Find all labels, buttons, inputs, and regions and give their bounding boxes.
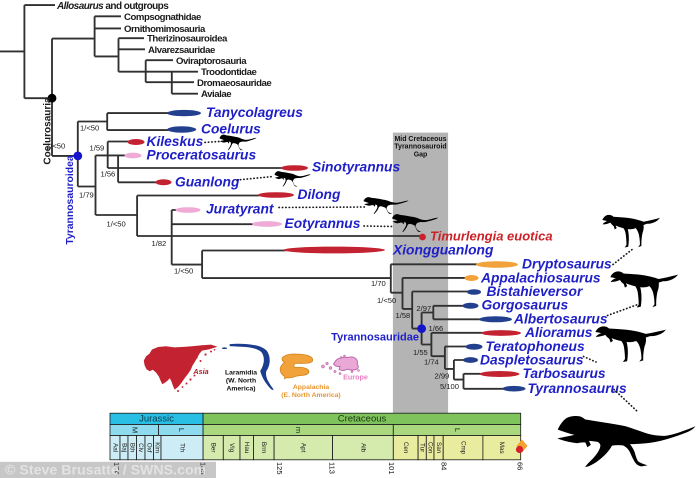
svg-text:Apt: Apt: [300, 443, 307, 453]
svg-text:Alb: Alb: [359, 443, 366, 453]
svg-text:Guanlong: Guanlong: [175, 174, 240, 189]
svg-text:1/66: 1/66: [429, 324, 444, 333]
svg-text:Jurassic: Jurassic: [139, 414, 174, 425]
svg-text:Clv: Clv: [137, 443, 144, 453]
svg-text:Alioramus: Alioramus: [524, 325, 593, 340]
svg-text:Tyrannosauridae: Tyrannosauridae: [331, 332, 419, 344]
svg-text:Compsognathidae: Compsognathidae: [124, 12, 201, 23]
svg-text:Brm: Brm: [260, 442, 267, 454]
svg-text:2/97: 2/97: [416, 304, 431, 313]
svg-text:1/58: 1/58: [396, 311, 411, 320]
svg-text:Teratophoneus: Teratophoneus: [486, 339, 585, 354]
svg-text:Cen: Cen: [402, 442, 409, 454]
svg-text:Gorgosaurus: Gorgosaurus: [482, 298, 569, 313]
svg-text:Coelurosauria: Coelurosauria: [43, 97, 54, 165]
svg-text:Tyrannosaurus: Tyrannosaurus: [528, 381, 627, 396]
svg-text:1/<50: 1/<50: [80, 124, 99, 133]
svg-text:Bth: Bth: [129, 443, 136, 453]
svg-text:101: 101: [387, 462, 396, 475]
svg-text:Kileskus: Kileskus: [147, 134, 204, 149]
svg-text:Appalachia: Appalachia: [293, 384, 329, 391]
svg-text:145: 145: [199, 462, 208, 475]
svg-text:(E. North America): (E. North America): [281, 392, 340, 399]
svg-text:Gap: Gap: [414, 151, 428, 158]
svg-text:Oviraptorosauria: Oviraptorosauria: [176, 56, 247, 67]
svg-text:Appalachiosaurus: Appalachiosaurus: [480, 270, 601, 285]
svg-text:Sinotyrannus: Sinotyrannus: [312, 160, 400, 175]
svg-text:Timurlengia euotica: Timurlengia euotica: [430, 229, 553, 244]
svg-text:Mas: Mas: [498, 442, 505, 454]
svg-text:Daspletosaurus: Daspletosaurus: [480, 353, 584, 368]
svg-text:America): America): [226, 386, 255, 393]
svg-text:Aal: Aal: [111, 443, 118, 452]
svg-text:Dromaeosauridae: Dromaeosauridae: [197, 78, 271, 89]
svg-text:Asia: Asia: [192, 367, 208, 376]
svg-text:Oxf: Oxf: [146, 443, 153, 453]
svg-text:66: 66: [516, 462, 525, 470]
svg-text:1/79: 1/79: [79, 190, 94, 199]
svg-text:Tyrannosauroid: Tyrannosauroid: [394, 144, 446, 151]
svg-text:Coelurus: Coelurus: [201, 121, 261, 136]
svg-text:1/55: 1/55: [413, 348, 428, 357]
svg-text:(W. North: (W. North: [226, 378, 256, 385]
svg-text:Allosaurus and outgroups: Allosaurus and outgroups: [56, 1, 169, 12]
svg-text:© Steve Brusatte / SWNS.com: © Steve Brusatte / SWNS.com: [5, 463, 206, 478]
svg-text:5/100: 5/100: [440, 382, 459, 391]
svg-text:M: M: [130, 427, 139, 433]
svg-text:Baj: Baj: [120, 443, 127, 452]
svg-text:Con: Con: [426, 442, 433, 454]
svg-text:L: L: [177, 428, 186, 432]
svg-text:Hau: Hau: [243, 442, 250, 454]
svg-text:Tyrannosauroidea: Tyrannosauroidea: [65, 155, 76, 245]
svg-text:1/<50: 1/<50: [174, 267, 193, 276]
svg-text:Avialae: Avialae: [201, 89, 231, 100]
svg-text:Proceratosaurus: Proceratosaurus: [147, 148, 257, 163]
svg-text:Cretaceous: Cretaceous: [338, 414, 387, 425]
svg-text:San: San: [435, 442, 442, 454]
svg-text:Mid Cretaceous: Mid Cretaceous: [394, 136, 446, 143]
svg-text:Juratyrant: Juratyrant: [206, 202, 275, 217]
svg-text:Tarbosaurus: Tarbosaurus: [523, 366, 606, 381]
svg-text:Eotyrannus: Eotyrannus: [285, 216, 361, 231]
svg-text:125: 125: [275, 462, 284, 475]
svg-text:Xiongguanlong: Xiongguanlong: [392, 242, 494, 257]
svg-text:1/82: 1/82: [152, 239, 167, 248]
svg-text:Ber: Ber: [210, 443, 217, 453]
svg-text:1/70: 1/70: [371, 279, 386, 288]
svg-text:174: 174: [112, 462, 121, 475]
svg-text:Europe: Europe: [343, 373, 368, 382]
svg-text:Dilong: Dilong: [298, 187, 341, 202]
svg-text:1/59: 1/59: [90, 143, 105, 152]
svg-text:m: m: [294, 427, 303, 433]
svg-text:84: 84: [440, 462, 449, 470]
svg-text:Therizinosauroidea: Therizinosauroidea: [147, 34, 228, 45]
svg-text:1/74: 1/74: [424, 358, 439, 367]
svg-text:L: L: [453, 428, 462, 432]
svg-text:Tth: Tth: [178, 443, 185, 453]
svg-text:Kim: Kim: [154, 442, 161, 453]
svg-text:1/<50: 1/<50: [377, 296, 396, 305]
svg-text:Cmp: Cmp: [459, 441, 466, 455]
svg-text:1/56: 1/56: [101, 169, 116, 178]
svg-text:1/<50: 1/<50: [107, 220, 126, 229]
svg-text:1/<50: 1/<50: [46, 142, 65, 151]
svg-text:113: 113: [328, 462, 337, 474]
svg-text:2/99: 2/99: [435, 371, 450, 380]
svg-text:Tanycolagreus: Tanycolagreus: [206, 105, 303, 120]
svg-text:Albertosaurus: Albertosaurus: [513, 312, 608, 327]
svg-text:Dryptosaurus: Dryptosaurus: [522, 257, 612, 272]
svg-text:Tur: Tur: [419, 443, 426, 452]
svg-text:Vlg: Vlg: [228, 443, 235, 453]
svg-text:Troodontidae: Troodontidae: [201, 67, 256, 78]
svg-text:Bistahieversor: Bistahieversor: [487, 284, 583, 299]
svg-text:Alvarezsauridae: Alvarezsauridae: [148, 45, 215, 56]
svg-text:Laramidia: Laramidia: [225, 370, 257, 377]
svg-text:Ornithomimosauria: Ornithomimosauria: [124, 24, 206, 35]
